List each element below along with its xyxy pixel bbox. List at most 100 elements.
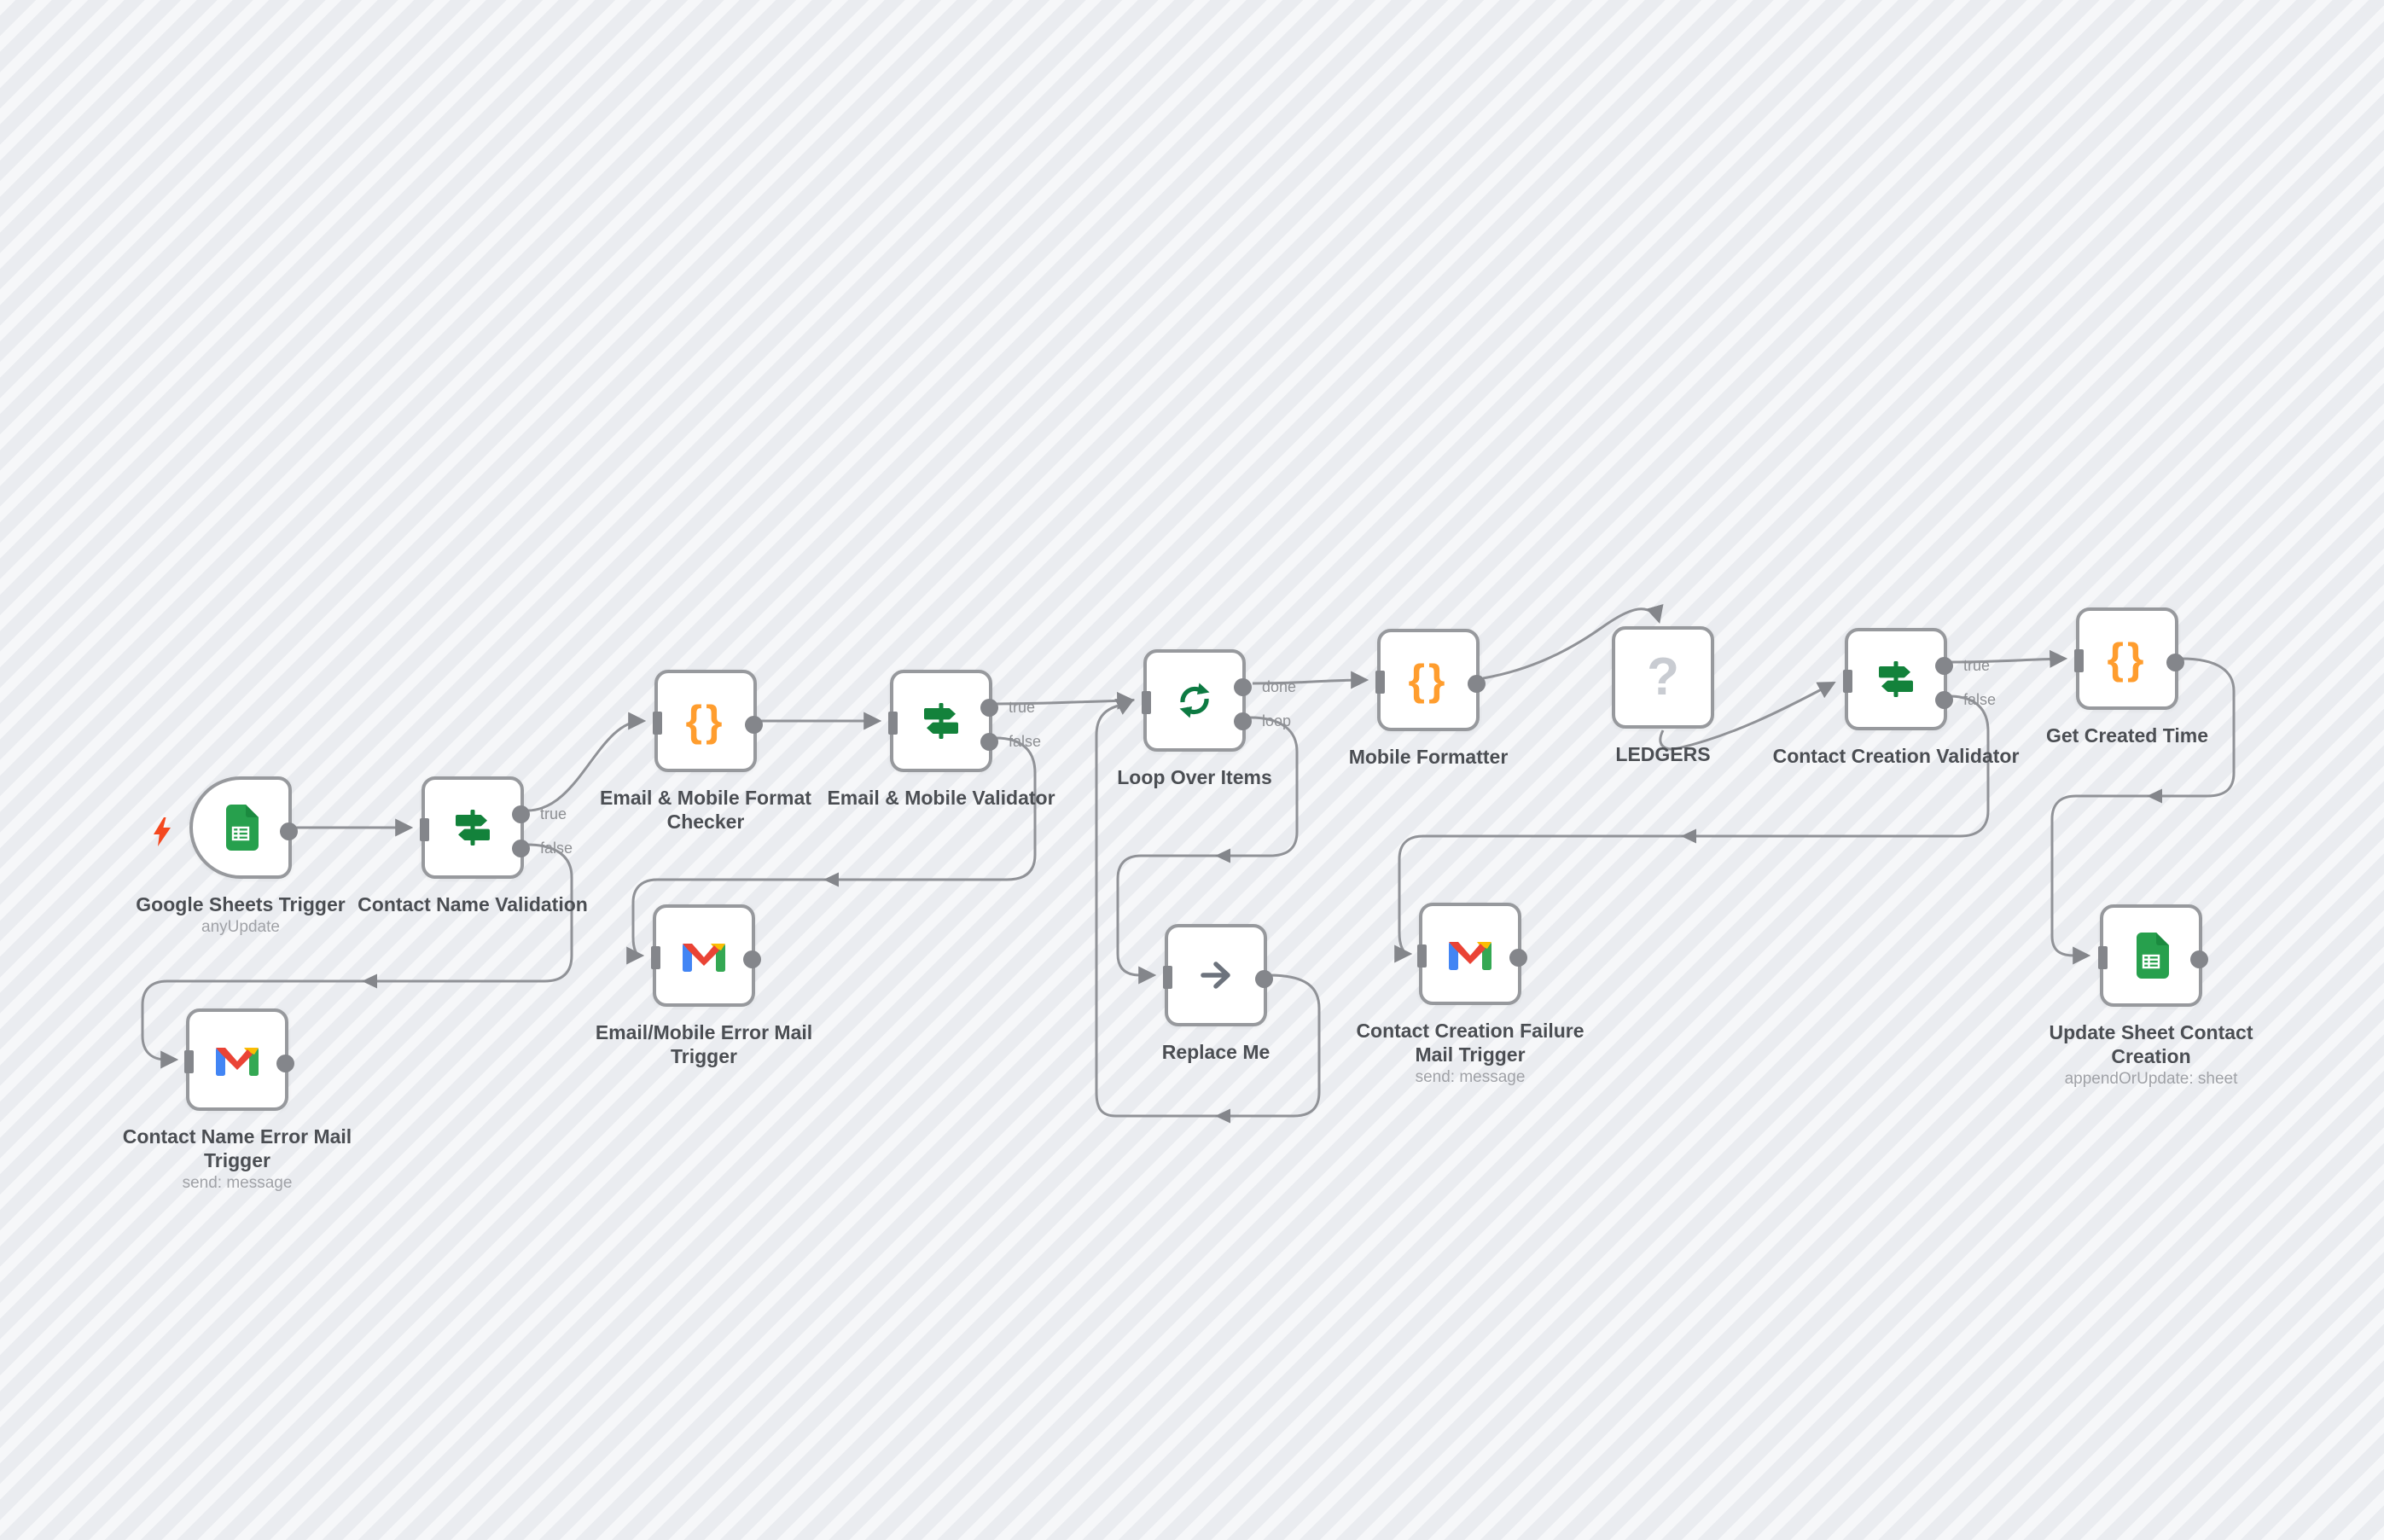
input-port[interactable]	[1163, 966, 1172, 989]
output-port[interactable]	[1255, 969, 1273, 988]
connection-loop-over-items-to-mobile-formatter[interactable]	[1252, 671, 1369, 689]
email-mobile-format-checker[interactable]: {} Email & Mobile Format Checker	[600, 670, 811, 833]
output-port-label: true	[1963, 657, 1991, 674]
node-label: Mobile Formatter	[1348, 746, 1509, 768]
node-label: Email & Mobile Format Checker	[600, 787, 811, 834]
output-port-label: false	[540, 840, 573, 857]
google-sheets-icon	[2133, 933, 2169, 979]
output-port-false[interactable]	[512, 839, 530, 857]
connection-contact-creation-validator-to-contact-creation-failure-mail-trigger[interactable]	[1394, 694, 1990, 963]
node-label: Contact Name Validation	[358, 893, 588, 915]
node-sublabel: send: message	[182, 1174, 293, 1192]
node-label: Contact Name Error Mail Trigger	[122, 1125, 352, 1172]
output-port-label: false	[1963, 691, 1997, 708]
input-port[interactable]	[651, 946, 660, 969]
connection-contact-name-validation-to-email-mobile-format-checker[interactable]	[526, 712, 647, 812]
node-sublabel: send: message	[1415, 1068, 1526, 1086]
code-icon: {}	[685, 697, 726, 745]
wire-direction-arrow	[1681, 828, 1696, 844]
output-port-done[interactable]	[1234, 677, 1252, 696]
question-icon: ?	[1647, 648, 1679, 706]
output-port-label: true	[540, 805, 567, 822]
node-label: Google Sheets Trigger	[136, 893, 346, 915]
connection-get-created-time-to-update-sheet-contact-creation[interactable]	[2050, 657, 2236, 965]
node-label: Update Sheet Contact Creation	[2049, 1021, 2253, 1068]
input-port[interactable]	[2074, 649, 2084, 672]
contact-name-error-mail-trigger[interactable]: Contact Name Error Mail Trigger send: mes…	[123, 1008, 352, 1192]
node-label: LEDGERS	[1615, 743, 1711, 765]
output-port[interactable]	[276, 1054, 294, 1072]
input-port[interactable]	[1142, 691, 1151, 714]
ledgers[interactable]: ? LEDGERS	[1612, 626, 1714, 765]
loop-icon	[1173, 680, 1216, 721]
output-port-label: false	[1009, 733, 1042, 750]
output-port-false[interactable]	[980, 732, 998, 751]
node-sublabel: anyUpdate	[201, 918, 280, 936]
input-port[interactable]	[184, 1050, 194, 1073]
wire-direction-arrow	[1215, 1108, 1230, 1124]
wire-direction-arrow	[823, 872, 839, 887]
gmail-icon	[682, 939, 726, 973]
output-port-true[interactable]	[1935, 656, 1953, 675]
output-port[interactable]	[2190, 950, 2208, 968]
output-port-true[interactable]	[980, 698, 998, 717]
input-port[interactable]	[1375, 671, 1385, 694]
node-label: Contact Creation Validator	[1772, 745, 2020, 767]
code-icon: {}	[1408, 656, 1449, 704]
connection-ledgers-to-contact-creation-validator[interactable]	[1659, 682, 1836, 751]
input-port[interactable]	[1843, 670, 1852, 693]
output-port-true[interactable]	[512, 805, 530, 823]
wire-direction-arrow	[362, 973, 377, 989]
lightning-trigger-icon	[154, 817, 171, 851]
email-mobile-error-mail-trigger[interactable]: Email/Mobile Error Mail Trigger	[596, 904, 812, 1067]
wire-direction-arrow	[2147, 788, 2162, 804]
node-label: Get Created Time	[2045, 724, 2209, 747]
node-label: Email & Mobile Validator	[827, 787, 1055, 809]
gmail-icon	[1448, 937, 1492, 971]
connection-contact-creation-validator-to-get-created-time[interactable]	[1948, 649, 2068, 668]
arrow-right-icon	[1197, 956, 1235, 994]
connection-loop-over-items-to-replace-me[interactable]	[1116, 716, 1299, 985]
node-label: Loop Over Items	[1117, 766, 1272, 788]
if-icon	[920, 700, 962, 742]
gmail-icon	[215, 1043, 259, 1077]
connection-mobile-formatter-to-ledgers[interactable]	[1482, 603, 1664, 680]
code-icon: {}	[2107, 635, 2148, 683]
input-port[interactable]	[653, 712, 662, 735]
mobile-formatter[interactable]: {} Mobile Formatter	[1349, 629, 1508, 768]
output-port[interactable]	[743, 950, 761, 968]
output-port[interactable]	[280, 822, 298, 840]
connection-email-mobile-validator-to-email-mobile-error-mail-trigger[interactable]	[626, 736, 1037, 965]
node-label: Replace Me	[1161, 1041, 1270, 1063]
output-port[interactable]	[745, 715, 763, 734]
connection-contact-name-validation-to-contact-name-error-mail-trigger[interactable]	[141, 843, 573, 1069]
wire-direction-arrow	[1215, 848, 1230, 863]
node-sublabel: appendOrUpdate: sheet	[2064, 1070, 2238, 1088]
google-sheets-trigger[interactable]: Google Sheets Trigger anyUpdate	[136, 776, 346, 936]
input-port[interactable]	[420, 818, 429, 841]
google-sheets-icon	[223, 805, 259, 851]
output-port-label: done	[1262, 678, 1297, 695]
input-port[interactable]	[2098, 946, 2108, 969]
output-port-false[interactable]	[1935, 690, 1953, 709]
output-port[interactable]	[1468, 674, 1486, 693]
output-port-label: loop	[1262, 712, 1292, 729]
get-created-time[interactable]: {} Get Created Time	[2046, 607, 2208, 747]
output-port-label: true	[1009, 699, 1036, 716]
input-port[interactable]	[1417, 944, 1427, 968]
connection-replace-me-to-loop-over-items[interactable]	[1095, 699, 1321, 1118]
output-port-loop[interactable]	[1234, 712, 1252, 730]
input-port[interactable]	[888, 712, 898, 735]
output-port[interactable]	[2166, 653, 2184, 671]
if-icon	[451, 806, 494, 849]
update-sheet-contact-creation[interactable]: Update Sheet Contact Creation appendOrUpd…	[2050, 904, 2253, 1088]
output-port[interactable]	[1509, 948, 1527, 967]
replace-me[interactable]: Replace Me	[1162, 924, 1273, 1063]
